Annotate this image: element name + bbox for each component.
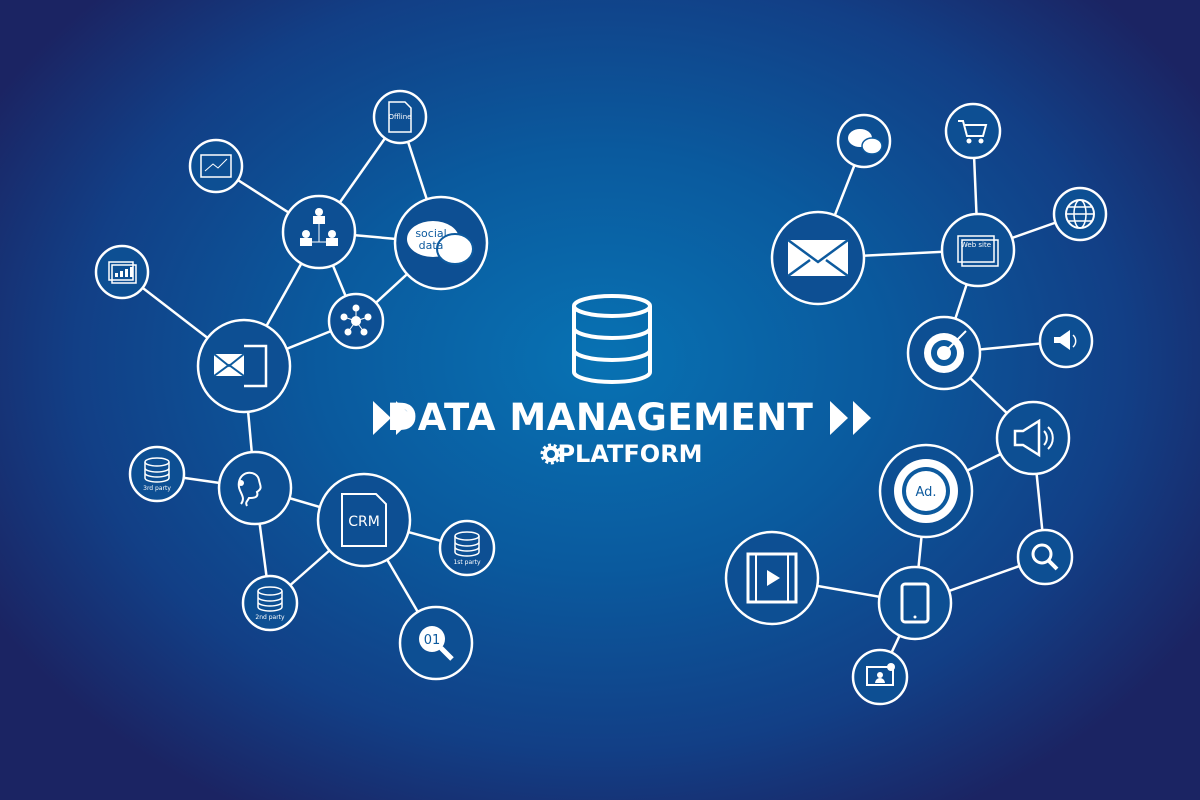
data-search-icon: 01 — [398, 605, 474, 681]
megaphone-icon — [995, 400, 1071, 476]
search-icon — [1016, 528, 1074, 586]
monitor-user-icon — [851, 648, 909, 706]
node-label: 01 — [424, 633, 441, 648]
node-label: Ad. — [915, 485, 936, 500]
page-title: DATA MANAGEMENT — [386, 396, 814, 439]
globe-icon — [1052, 186, 1108, 242]
speech-megaphone-icon — [1038, 313, 1094, 369]
node-label: CRM — [348, 514, 380, 530]
tablet-icon — [877, 565, 953, 641]
node-label: Offline — [389, 113, 412, 121]
email-icon — [770, 210, 866, 306]
target-icon — [906, 315, 982, 391]
ad-target-icon: Ad. — [878, 443, 974, 539]
ad-audience-icon — [281, 194, 357, 270]
double-arrow-right-icon — [830, 401, 871, 435]
report-icon — [94, 244, 150, 300]
database-icon — [572, 294, 652, 384]
page-subtitle: PLATFORM — [557, 440, 703, 468]
node-label: 2nd party — [255, 614, 285, 621]
chat-bubbles-icon — [836, 113, 892, 169]
double-arrow-left-icon — [373, 401, 414, 435]
node-label: 3rd party — [143, 485, 171, 492]
offline-file-icon: Offline — [372, 89, 428, 145]
call-agent-icon — [217, 450, 293, 526]
node-label: Web site — [961, 241, 991, 249]
website-icon: Web site — [940, 212, 1016, 288]
second-party-database-icon: 2nd party — [241, 574, 299, 632]
gear-icon — [540, 443, 562, 465]
crm-document-icon: CRM — [316, 472, 412, 568]
node-label: 1st party — [453, 559, 481, 566]
shopping-cart-icon — [944, 102, 1002, 160]
node-label: social — [415, 227, 446, 240]
node-label: data — [419, 239, 444, 252]
trend-chart-icon — [188, 138, 244, 194]
first-party-database-icon: 1st party — [438, 519, 496, 577]
network-people-icon — [327, 292, 385, 350]
mail-database-icon — [196, 318, 292, 414]
third-party-database-icon: 3rd party — [128, 445, 186, 503]
video-icon — [724, 530, 820, 626]
